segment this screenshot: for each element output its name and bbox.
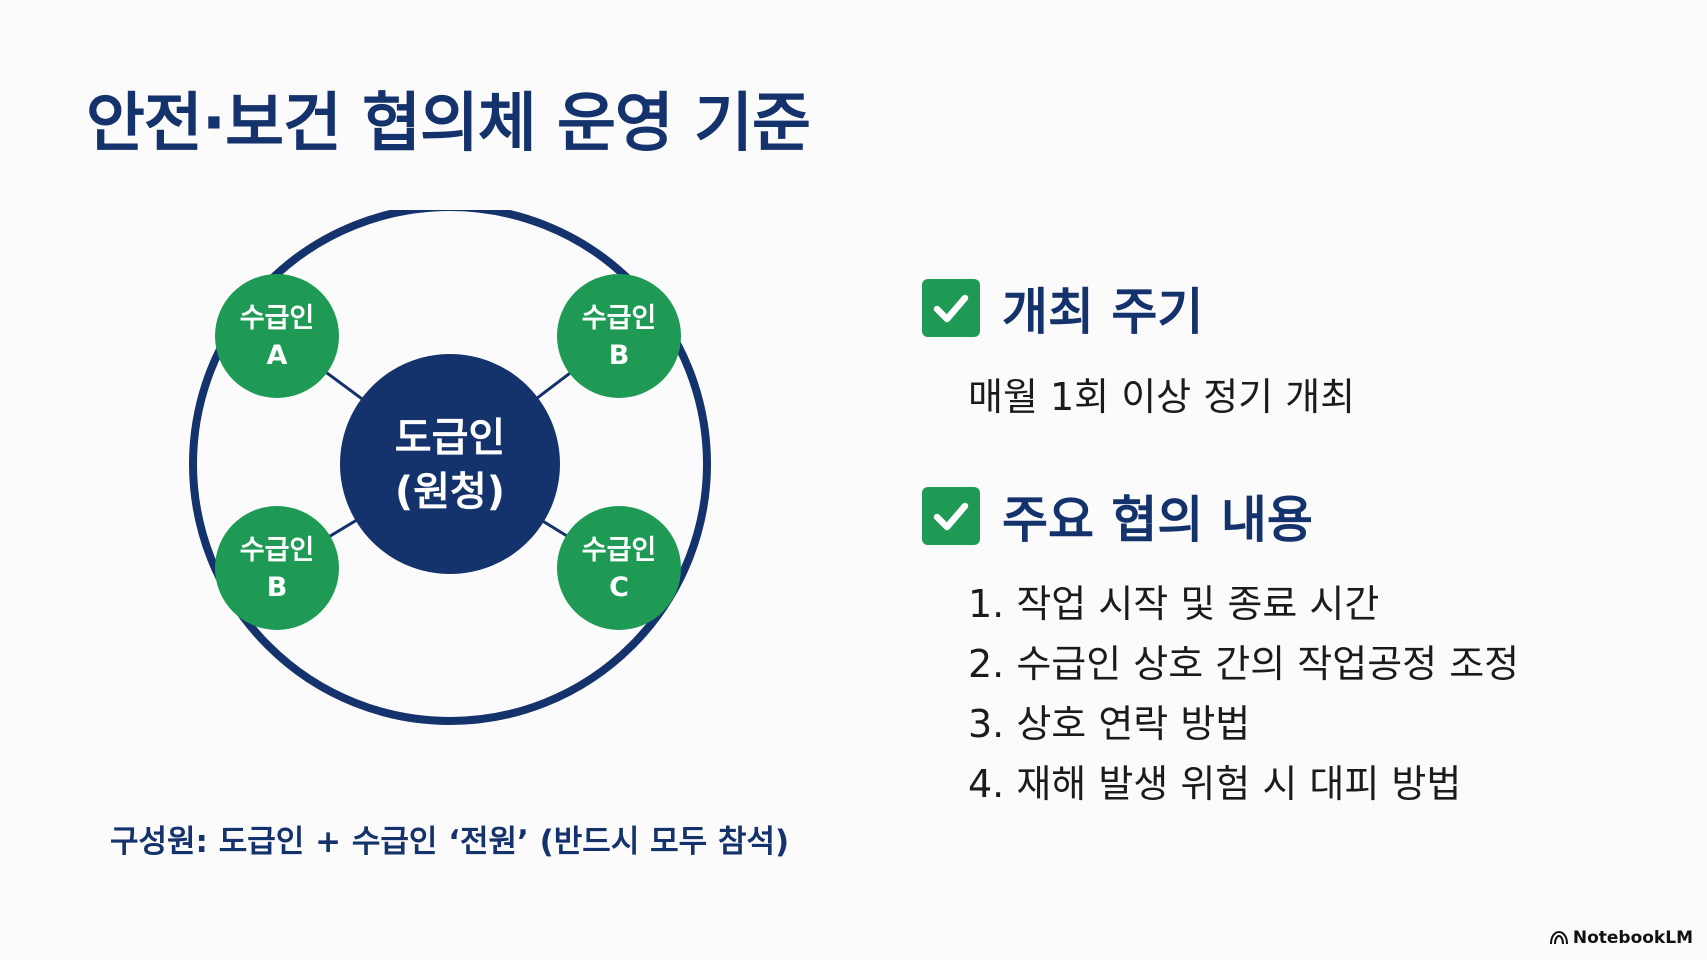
list-item: 4. 재해 발생 위험 시 대피 방법 <box>968 762 1462 806</box>
section-main-agenda: 주요 협의 내용 1. 작업 시작 및 종료 시간 2. 수급인 상호 간의 작… <box>922 480 1519 814</box>
contractor-node-c: 수급인 C <box>557 506 681 630</box>
principal-label: 도급인 <box>395 415 505 461</box>
list-item: 2. 수급인 상호 간의 작업공정 조정 <box>968 642 1520 686</box>
contractor-node-a: 수급인 A <box>215 274 339 398</box>
notebooklm-logo-icon <box>1549 931 1568 945</box>
contractor-a-label: 수급인 <box>240 303 315 334</box>
contractor-a-id: A <box>267 340 288 371</box>
council-boundary-circle <box>189 210 711 725</box>
contractor-c-label: 수급인 <box>582 535 657 566</box>
contractor-b-top-id: B <box>609 340 630 371</box>
principal-node: 도급인 (원청) <box>340 354 560 574</box>
section-body: 매월 1회 이상 정기 개최 <box>968 375 1356 419</box>
section-title: 개최 주기 <box>1002 283 1204 341</box>
page-title: 안전·보건 협의체 운영 기준 <box>86 87 811 161</box>
agenda-list: 1. 작업 시작 및 종료 시간 2. 수급인 상호 간의 작업공정 조정 3.… <box>968 574 1519 814</box>
check-icon <box>922 279 980 337</box>
council-diagram: 수급인 A 수급인 B 수급인 B 수급인 C 도급인 (원청) <box>150 210 750 810</box>
contractor-node-b-bottom: 수급인 B <box>215 506 339 630</box>
contractor-b-top-label: 수급인 <box>582 303 657 334</box>
check-icon <box>922 487 980 545</box>
notebooklm-watermark: NotebookLM <box>1549 928 1693 948</box>
contractor-c-id: C <box>609 572 629 603</box>
section-meeting-frequency: 개최 주기 매월 1회 이상 정기 개최 <box>922 272 1355 421</box>
council-diagram-svg: 수급인 A 수급인 B 수급인 B 수급인 C 도급인 (원청) <box>189 210 711 725</box>
list-item: 3. 상호 연락 방법 <box>968 702 1251 746</box>
list-item: 1. 작업 시작 및 종료 시간 <box>968 582 1380 626</box>
contractor-node-b-top: 수급인 B <box>557 274 681 398</box>
watermark-text: NotebookLM <box>1572 928 1693 948</box>
composition-note: 구성원: 도급인 + 수급인 ‘전원’ (반드시 모두 참석) <box>110 824 790 860</box>
principal-sublabel: (원청) <box>395 469 505 515</box>
contractor-b-bottom-id: B <box>267 572 288 603</box>
section-title: 주요 협의 내용 <box>1002 491 1313 549</box>
contractor-b-bottom-label: 수급인 <box>240 535 315 566</box>
